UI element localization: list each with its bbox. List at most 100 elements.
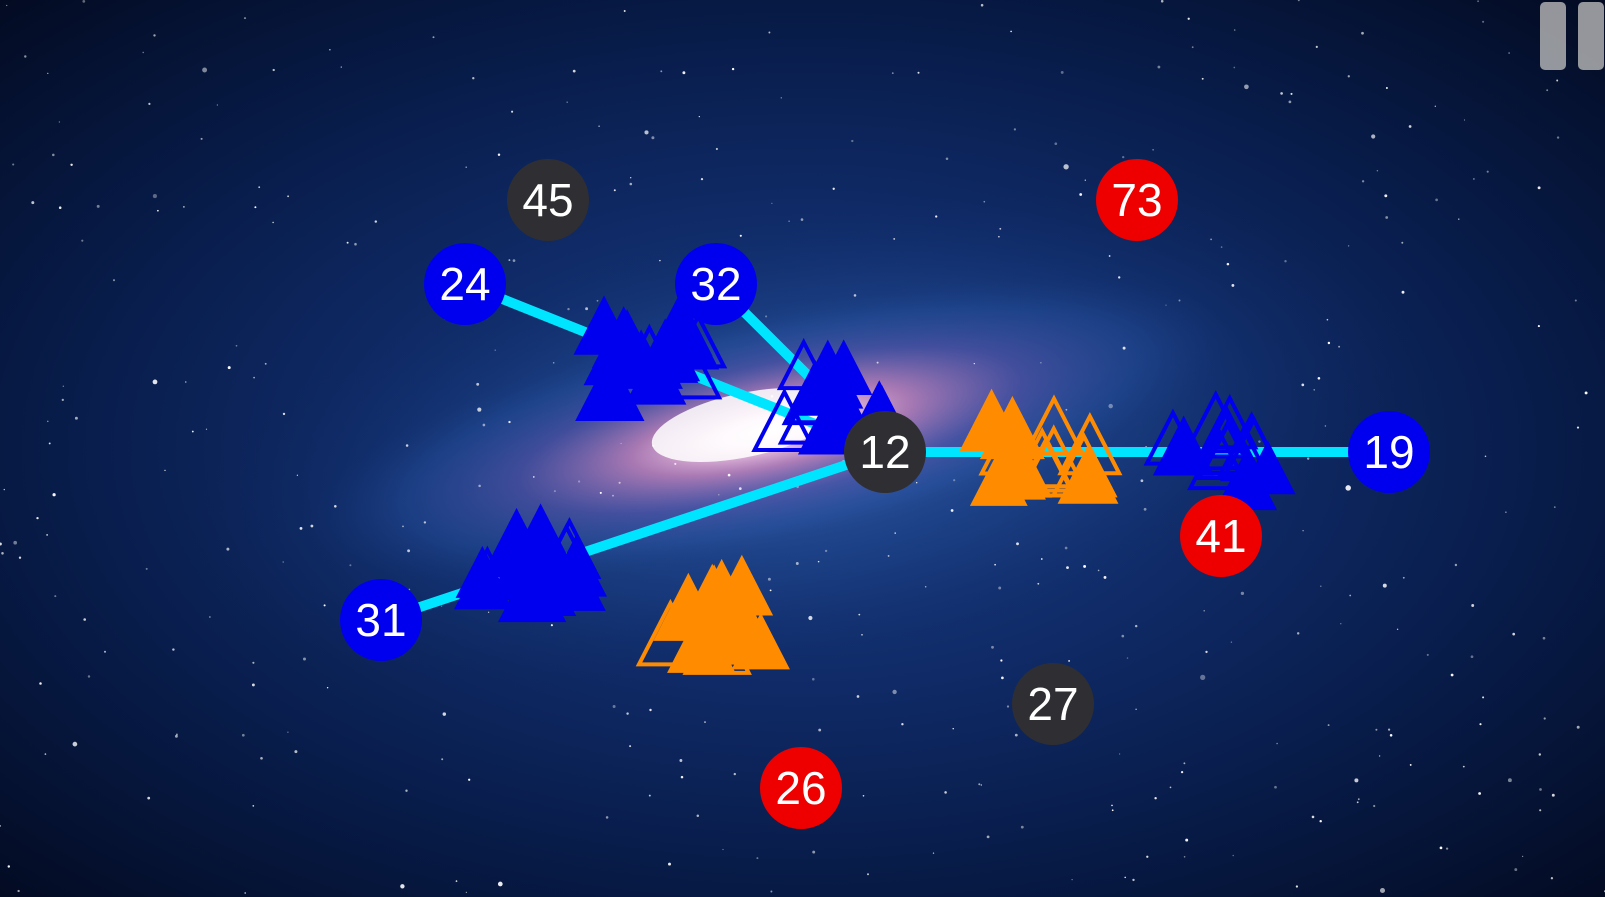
ship-triangle (682, 607, 752, 675)
star (649, 708, 652, 712)
star (1288, 100, 1292, 104)
star (983, 200, 986, 203)
ship-triangle (1008, 426, 1076, 493)
planet-p12[interactable]: 12 (844, 411, 926, 493)
planet-p27[interactable]: 27 (1012, 663, 1094, 745)
star (679, 759, 683, 762)
planet-p19[interactable]: 19 (1348, 411, 1430, 493)
star (44, 753, 47, 755)
star (264, 362, 267, 365)
star (1205, 650, 1208, 654)
planet-ship-count: 32 (690, 258, 742, 310)
star (441, 758, 444, 761)
star (1276, 742, 1278, 745)
star (1191, 46, 1194, 49)
planet-p26[interactable]: 26 (760, 747, 842, 829)
star (1121, 634, 1125, 638)
star (1274, 785, 1277, 789)
star (901, 723, 904, 726)
star (1576, 725, 1580, 729)
star (442, 712, 447, 716)
star (1401, 241, 1404, 244)
star (31, 201, 35, 205)
planet-ship-count: 24 (439, 258, 491, 310)
star (1284, 260, 1287, 263)
star (18, 556, 22, 559)
star (1478, 792, 1481, 795)
star (680, 775, 684, 779)
planet-p45[interactable]: 45 (507, 159, 589, 241)
star (1317, 377, 1321, 380)
ship-triangle (1152, 415, 1215, 476)
star (578, 480, 581, 483)
star (0, 825, 1, 827)
star (998, 586, 1002, 590)
star (1169, 786, 1172, 789)
star (48, 442, 51, 445)
planet-p31[interactable]: 31 (340, 579, 422, 661)
star (157, 209, 159, 212)
star (1306, 457, 1310, 460)
star (924, 586, 927, 588)
star (795, 562, 799, 565)
star (1146, 855, 1149, 858)
star (1020, 825, 1024, 829)
star (1258, 440, 1261, 443)
star (1584, 391, 1588, 395)
star (1340, 623, 1342, 625)
star (674, 462, 677, 465)
ship-triangle (613, 329, 670, 384)
planet-p24[interactable]: 24 (424, 243, 506, 325)
star (326, 686, 329, 689)
star (1111, 804, 1113, 807)
star (209, 616, 211, 618)
star (629, 745, 632, 748)
star (1068, 659, 1071, 662)
star (402, 525, 404, 528)
star (494, 349, 496, 351)
star (1507, 778, 1512, 783)
pause-icon (1540, 2, 1566, 70)
route-p31-to-p12 (376, 447, 890, 625)
star (1539, 809, 1542, 812)
star (1426, 653, 1429, 656)
star (147, 796, 151, 800)
star (83, 618, 87, 621)
star (1477, 0, 1480, 3)
planet-p73[interactable]: 73 (1096, 159, 1178, 241)
star (200, 137, 203, 140)
star (612, 494, 614, 497)
star (808, 615, 813, 621)
star (1065, 408, 1068, 411)
pause-button[interactable] (1540, 2, 1604, 70)
star (932, 852, 935, 854)
star (682, 71, 686, 75)
star (1084, 179, 1086, 181)
star (1, 552, 4, 555)
star (1122, 346, 1126, 350)
star (1290, 92, 1293, 95)
star (468, 778, 471, 781)
planet-p32[interactable]: 32 (675, 243, 757, 325)
star (1154, 796, 1157, 800)
star (770, 395, 774, 398)
star (87, 675, 91, 678)
star (1538, 753, 1542, 756)
planet-ship-count: 12 (859, 426, 911, 478)
star (252, 805, 255, 807)
star (733, 772, 736, 776)
star (13, 540, 18, 545)
planet-p41[interactable]: 41 (1180, 495, 1262, 577)
star (323, 604, 326, 607)
star (1376, 169, 1379, 172)
star (1546, 89, 1549, 92)
star (1183, 762, 1186, 765)
star (1463, 119, 1466, 121)
star (112, 279, 116, 282)
star (953, 479, 956, 482)
star (1471, 604, 1475, 607)
star (72, 741, 78, 747)
star (58, 206, 62, 209)
star (659, 259, 661, 262)
star (945, 157, 949, 161)
